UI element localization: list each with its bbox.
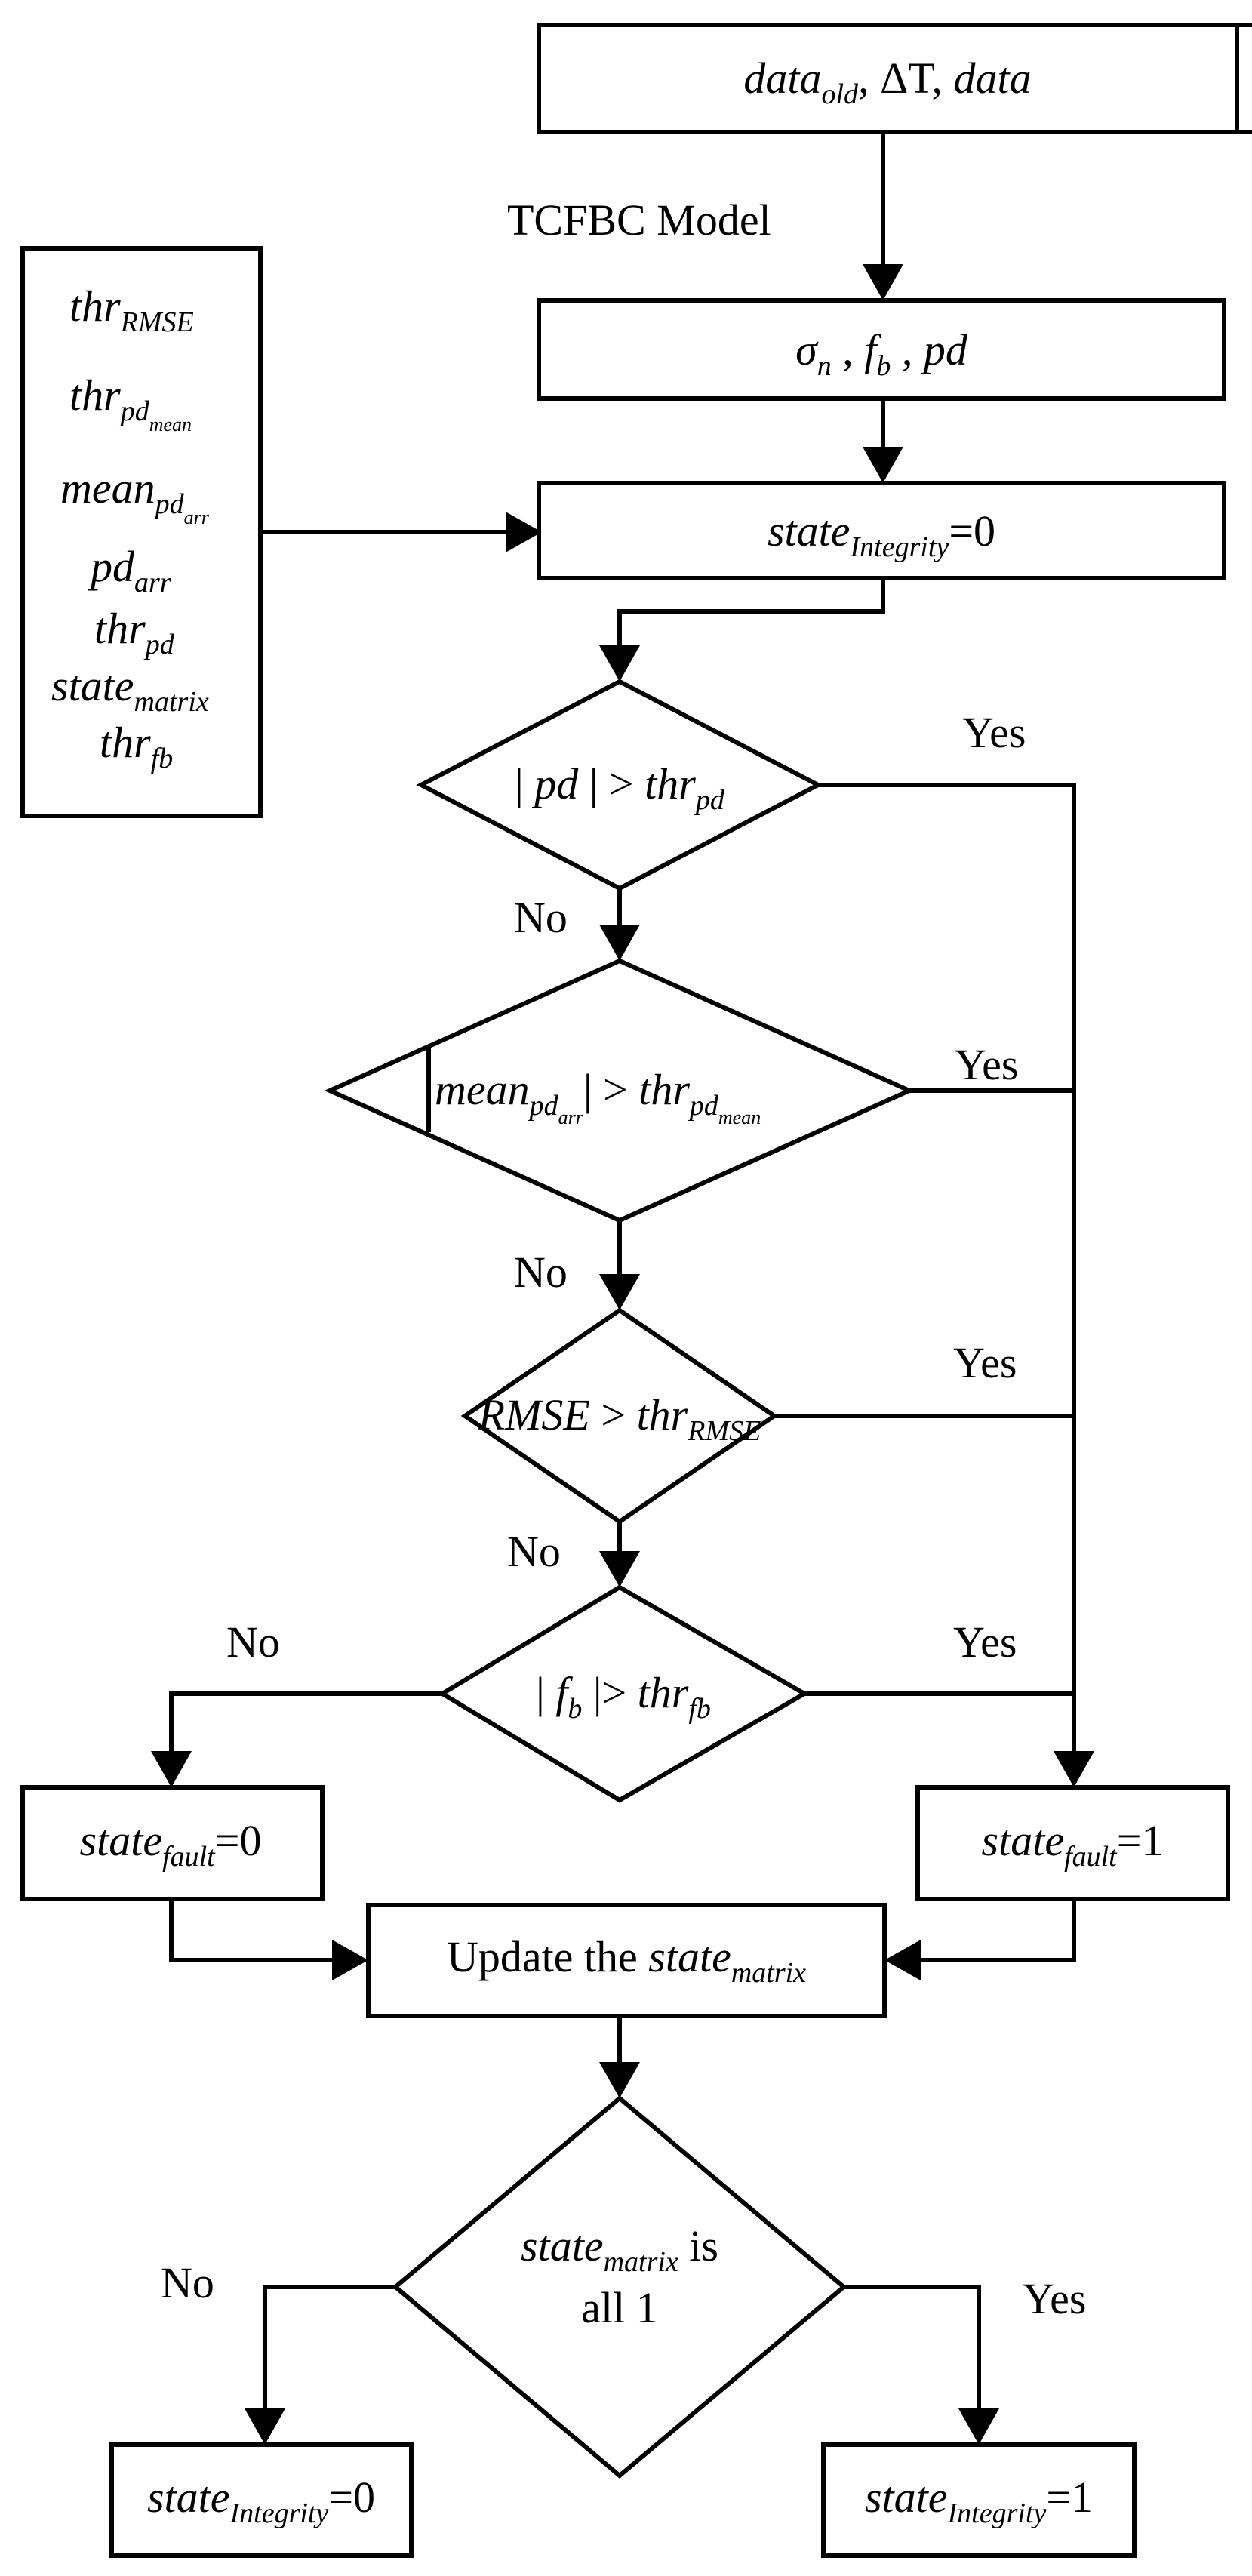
connector-init-to-d1 xyxy=(617,578,885,649)
threshold-list-box xyxy=(20,246,263,818)
connector-d4-no xyxy=(169,1691,442,1755)
input-box-text: dataold, ΔT, data xyxy=(743,54,1031,110)
final-integrity-one-box-text: stateIntegrity=1 xyxy=(865,2473,1093,2529)
arrowhead xyxy=(599,925,640,961)
no-label: No xyxy=(514,893,568,942)
arrowhead xyxy=(245,2408,285,2445)
decision-fb-threshold xyxy=(438,1584,810,1803)
fault-one-box-text: statefault=1 xyxy=(982,1816,1164,1873)
fault-one-box xyxy=(915,1785,1230,1901)
connector-d5-yes xyxy=(844,2285,981,2412)
arrowhead xyxy=(332,1940,368,1980)
decision-rmse-threshold-text: RMSE > thrRMSE xyxy=(478,1390,761,1447)
decision-rmse-threshold xyxy=(460,1307,779,1525)
decision-mean-threshold xyxy=(324,958,915,1223)
threshold-item: thrRMSE xyxy=(69,282,194,338)
arrowhead xyxy=(863,264,903,300)
arrowhead xyxy=(884,1940,921,1980)
threshold-list: thrRMSE thrpdmean meanpdarr pdarr thrpd … xyxy=(51,282,210,774)
arrowhead xyxy=(863,447,903,483)
threshold-item: pdarr xyxy=(88,542,171,599)
decision-matrix-all-one-line2: all 1 xyxy=(581,2283,657,2332)
no-label: No xyxy=(226,1617,280,1667)
threshold-item: thrpdmean xyxy=(69,371,192,435)
init-box xyxy=(537,481,1226,580)
decision-fb-threshold-text: | fb |> thrfb xyxy=(536,1668,711,1725)
update-matrix-box xyxy=(366,1903,887,2018)
arrowhead xyxy=(599,2062,640,2098)
threshold-item: statematrix xyxy=(51,661,209,718)
init-box-text: stateIntegrity=0 xyxy=(768,506,995,563)
final-integrity-one-box xyxy=(821,2442,1137,2558)
final-integrity-zero-box xyxy=(109,2442,414,2558)
decision-pd-threshold-text: | pd | > thrpd xyxy=(515,759,725,816)
arrowhead xyxy=(958,2408,999,2445)
yes-label: Yes xyxy=(953,1338,1017,1387)
threshold-item: thrfb xyxy=(100,718,173,774)
connector-d5-no xyxy=(263,2285,395,2412)
yes-label: Yes xyxy=(1023,2274,1086,2323)
decision-matrix-all-one-line1: statematrix is xyxy=(521,2221,718,2278)
threshold-item: thrpd xyxy=(94,604,175,660)
params-box xyxy=(537,298,1226,401)
decision-matrix-all-one xyxy=(392,2095,847,2479)
input-process-box xyxy=(537,23,1239,134)
threshold-item: meanpdarr xyxy=(60,463,210,528)
arrowhead xyxy=(599,1551,640,1587)
fault-zero-box-text: statefault=0 xyxy=(80,1816,262,1873)
no-label: No xyxy=(507,1527,561,1576)
model-label: TCFBC Model xyxy=(507,195,771,245)
decision-mean-threshold-text: meanpdarr| > thrpdmean xyxy=(435,1065,761,1128)
decision-pd-threshold xyxy=(416,679,823,891)
yes-label: Yes xyxy=(962,708,1026,757)
connector-fault0-to-update xyxy=(169,1899,336,1962)
fault-zero-box xyxy=(20,1785,325,1901)
arrowhead xyxy=(151,1751,192,1787)
arrowhead xyxy=(506,512,542,552)
params-box-text: σn , fb , pd xyxy=(795,325,968,382)
arrowhead xyxy=(599,1274,640,1310)
yes-label: Yes xyxy=(955,1040,1018,1089)
arrowhead xyxy=(599,645,640,682)
no-label: No xyxy=(514,1248,568,1297)
connectors xyxy=(151,132,1094,2445)
arrowhead xyxy=(1054,1751,1094,1787)
no-label: No xyxy=(161,2258,214,2307)
update-matrix-box-text: Update the statematrix xyxy=(447,1932,806,1989)
connector-yes-bus xyxy=(818,783,1076,1755)
connector-fault1-to-update xyxy=(917,1899,1076,1962)
yes-label: Yes xyxy=(953,1617,1017,1667)
final-integrity-zero-box-text: stateIntegrity=0 xyxy=(147,2473,375,2529)
